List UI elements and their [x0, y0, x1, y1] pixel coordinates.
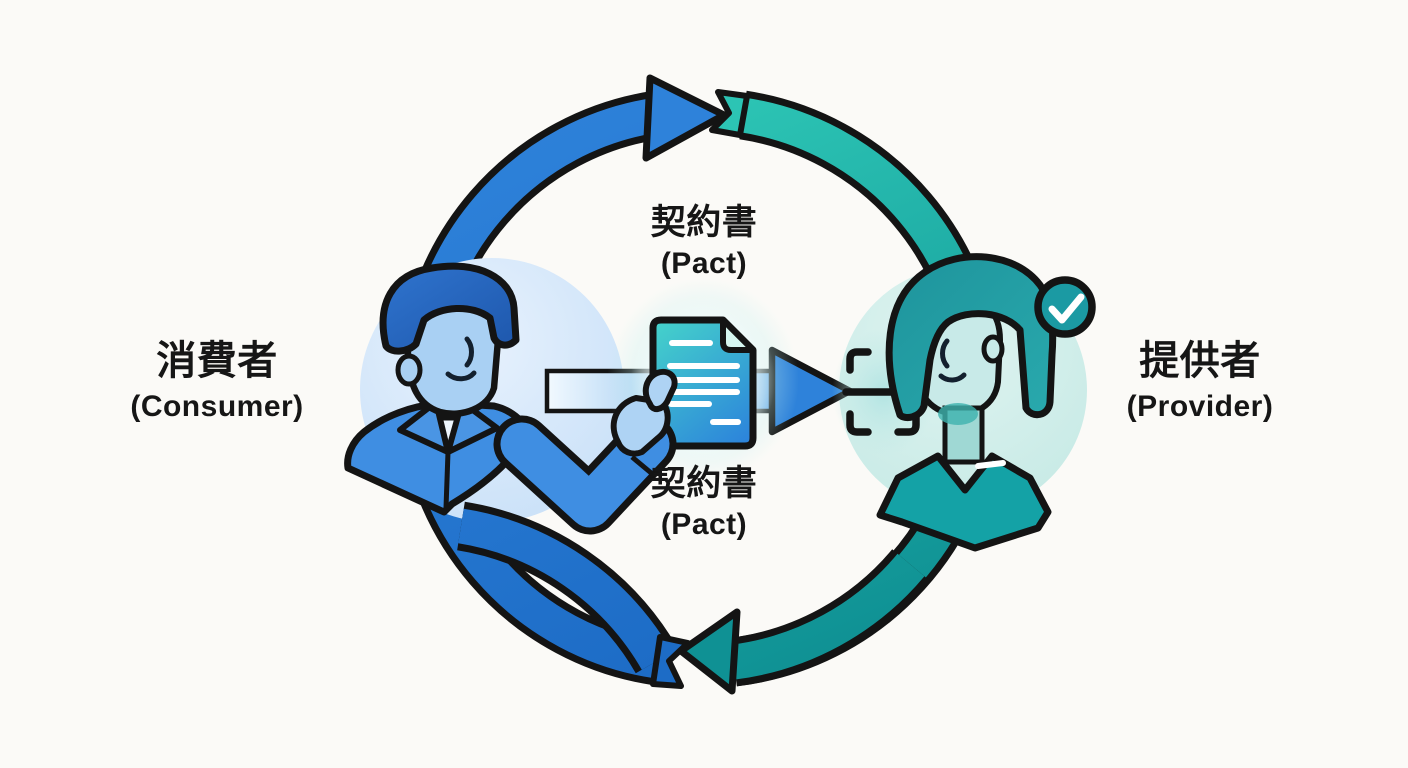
consumer-avatar	[344, 262, 536, 516]
pact-top-label-jp: 契約書	[650, 203, 758, 242]
pact-bottom-label-en: (Pact)	[660, 508, 748, 542]
consumer-hair	[379, 262, 520, 355]
consumer-hand	[493, 368, 678, 535]
provider-avatar	[876, 253, 1057, 552]
provider-hair	[885, 253, 1057, 422]
pact-bottom-label: 契約書 (Pact)	[584, 464, 824, 543]
cycle-blue-arrowhead-icon	[642, 74, 728, 162]
cycle-teal-tail-icon	[709, 89, 750, 138]
pact-bottom-label-jp: 契約書	[650, 464, 758, 503]
provider-label-en: (Provider)	[1126, 390, 1274, 423]
provider-label-jp: 提供者	[1139, 339, 1261, 383]
consumer-label-en: (Consumer)	[130, 390, 304, 423]
cycle-arrow-teal-lower	[677, 548, 930, 695]
cycle-teal-arrowhead-icon	[677, 608, 741, 695]
pact-top-label: 契約書 (Pact)	[584, 203, 824, 282]
verified-check-icon	[1034, 276, 1096, 338]
consumer-label-jp: 消費者	[156, 339, 278, 383]
document-text-lines	[667, 340, 741, 425]
document-fold-corner	[720, 317, 756, 353]
consumer-label: 消費者 (Consumer)	[57, 338, 377, 425]
provider-label: 提供者 (Provider)	[1040, 338, 1360, 425]
pact-top-label-en: (Pact)	[660, 247, 748, 281]
